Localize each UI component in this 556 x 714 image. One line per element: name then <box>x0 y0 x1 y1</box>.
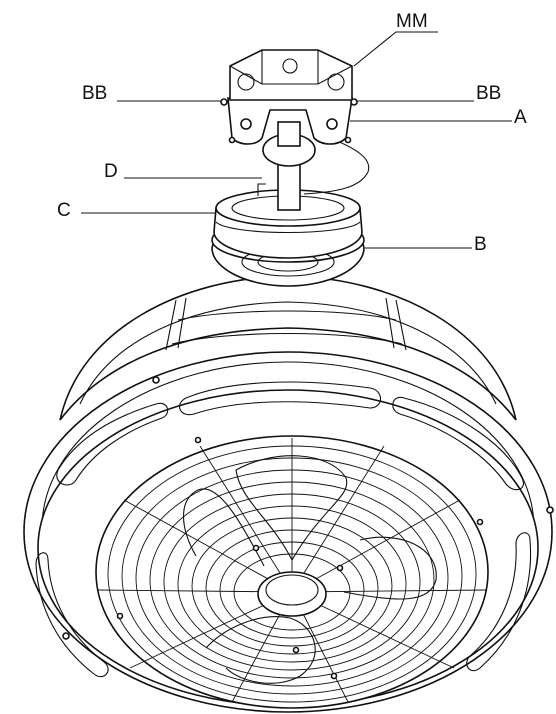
leader-mm <box>353 31 438 67</box>
label-bb-right: BB <box>476 83 501 104</box>
mounting-bracket-a <box>227 97 353 145</box>
screw-bb-right <box>350 98 358 106</box>
supply-wire <box>303 137 370 195</box>
hanger-ball <box>262 121 316 167</box>
label-a: A <box>514 107 527 128</box>
label-d: D <box>104 161 118 182</box>
label-b: B <box>474 234 487 255</box>
leader-lines <box>81 31 512 249</box>
fan-grill <box>95 435 489 709</box>
label-bb-left: BB <box>82 83 107 104</box>
label-mm: MM <box>396 11 428 32</box>
junction-box-mm <box>229 49 353 101</box>
screw-bb-left <box>220 98 228 106</box>
label-c: C <box>57 200 71 221</box>
